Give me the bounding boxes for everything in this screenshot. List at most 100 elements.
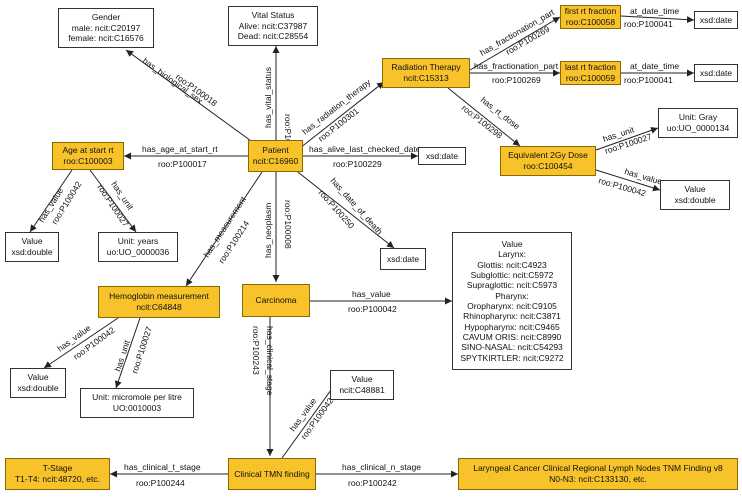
edge-age-has-unit	[89, 169, 137, 233]
label-last-fraction-part: has_fractionation_part	[474, 61, 559, 71]
node-value-location-item: Subglottic: ncit:C5972	[470, 269, 554, 280]
label-has-neoplasm-id: roo:P100008	[283, 200, 293, 249]
node-value-age-type: xsd:double	[11, 247, 53, 257]
label-has-vital-status: has_vital_status	[263, 67, 273, 128]
node-value-location-item: CAVUM ORIS: ncit:C8990	[462, 332, 562, 343]
node-value-location-item: Glottis: ncit:C4923	[477, 259, 547, 270]
label-has-clinical-t-stage: has_clinical_t_stage	[124, 462, 201, 472]
node-laryngeal-n-stage-values: N0-N3: ncit:C133130, etc.	[549, 474, 647, 484]
node-t-stage-values: T1-T4: ncit:48720, etc.	[14, 474, 101, 484]
label-carcinoma-has-value: has_value	[352, 289, 391, 299]
node-value-location-item: Rhinopharynx: ncit:C3871	[463, 311, 561, 322]
node-value-location-item: Oropharynx: ncit:C9105	[467, 301, 557, 311]
node-value-location-group: Pharynx:	[495, 290, 529, 301]
edge-has-biological-sex	[125, 49, 259, 147]
node-unit-micromole-id: UO:0010003	[112, 403, 162, 413]
node-last-rt-fraction-id: roo:C100059	[565, 73, 616, 83]
label-carcinoma-has-value-id: roo:P100042	[348, 304, 397, 314]
node-unit-years-title: Unit: years	[117, 236, 159, 247]
node-age-at-start-rt-id: roo:C100003	[63, 156, 113, 166]
node-patient-title: Patient	[262, 145, 289, 156]
label-has-age-at-start-rt: has_age_at_start_rt	[142, 144, 218, 154]
node-xsd-date-death: xsd:date	[380, 248, 426, 270]
node-carcinoma: Carcinoma	[242, 284, 310, 317]
node-unit-gray-id: uo:UO_0000134	[666, 123, 730, 133]
label-has-clinical-stage: has_clinical_stage	[265, 326, 275, 396]
edge-has-radiation-therapy	[299, 81, 385, 149]
node-equivalent-2gy-dose-title: Equivalent 2Gy Dose	[508, 150, 588, 161]
node-laryngeal-n-stage-title: Laryngeal Cancer Clinical Regional Lymph…	[473, 463, 723, 474]
node-gender: Gender male: ncit:C20197 female: ncit:C1…	[58, 8, 154, 48]
node-vital-status-line: Alive: ncit:C37987	[238, 20, 308, 31]
edge-has-date-of-death	[293, 168, 395, 249]
node-unit-micromole: Unit: micromole per litre UO:0010003	[80, 388, 194, 418]
node-vital-status-title: Vital Status	[251, 10, 295, 21]
node-first-rt-fraction-title: first rt fraction	[564, 6, 617, 17]
node-value-age-title: Value	[21, 236, 43, 247]
edge-first-at-date-time	[620, 15, 695, 24]
node-last-rt-fraction: last rt fraction roo:C100059	[560, 61, 621, 85]
node-unit-years-id: uo:UO_0000036	[106, 247, 170, 257]
label-has-neoplasm: has_neoplasm	[263, 203, 273, 258]
edge-hb-has-value	[43, 317, 119, 369]
node-value-dose: Value xsd:double	[660, 180, 730, 210]
node-xsd-date-last: xsd:date	[694, 64, 738, 82]
node-value-age: Value xsd:double	[5, 232, 59, 262]
node-first-rt-fraction: first rt fraction roo:C100058	[560, 5, 621, 29]
label-first-at-date-time-id: roo:P100041	[624, 19, 673, 29]
node-value-location-group: Larynx:	[498, 249, 526, 260]
node-equivalent-2gy-dose: Equivalent 2Gy Dose roo:C100454	[500, 146, 596, 176]
node-hemoglobin-measurement-id: ncit:C64848	[136, 302, 182, 312]
node-clinical-tmn-finding: Clinical TMN finding	[228, 458, 316, 490]
label-has-biological-sex: has_biological_sex	[141, 56, 206, 107]
edge-first-fraction-part	[469, 16, 561, 71]
edge-hb-has-unit	[114, 317, 141, 389]
node-hemoglobin-measurement: Hemoglobin measurement ncit:C64848	[98, 286, 220, 318]
node-hemoglobin-measurement-title: Hemoglobin measurement	[109, 291, 209, 302]
node-equivalent-2gy-dose-id: roo:C100454	[523, 161, 573, 171]
node-first-rt-fraction-id: roo:C100058	[565, 17, 616, 27]
node-unit-micromole-title: Unit: micromole per litre	[92, 392, 182, 403]
node-gender-line: male: ncit:C20197	[71, 22, 141, 33]
node-age-at-start-rt-title: Age at start rt	[62, 145, 114, 156]
node-patient-id: ncit:C16960	[252, 156, 299, 166]
node-vital-status: Vital Status Alive: ncit:C37987 Dead: nc…	[228, 6, 318, 46]
edge-has-rt-dose	[447, 87, 521, 147]
node-xsd-date-first: xsd:date	[694, 11, 738, 29]
node-xsd-date-death-label: xsd:date	[386, 253, 420, 264]
node-value-location-item: SPYTKIRTLER: ncit:C9272	[460, 352, 564, 363]
node-vital-status-line: Dead: ncit:C28554	[237, 31, 309, 42]
edge-has-measurement	[185, 171, 263, 287]
label-last-at-date-time: at_date_time	[630, 61, 679, 71]
edge-age-has-value	[29, 169, 73, 233]
label-has-clinical-t-stage-id: roo:P100244	[136, 478, 185, 488]
node-value-dose-type: xsd:double	[674, 195, 716, 205]
node-laryngeal-n-stage: Laryngeal Cancer Clinical Regional Lymph…	[458, 458, 738, 490]
node-value-c48881: Value ncit:C48881	[330, 370, 394, 400]
node-carcinoma-title: Carcinoma	[255, 295, 297, 306]
node-last-rt-fraction-title: last rt fraction	[564, 62, 617, 73]
node-value-location-title: Value	[501, 238, 523, 249]
label-last-fraction-part-id: roo:P100269	[492, 75, 541, 85]
label-has-clinical-n-stage: has_clinical_n_stage	[342, 462, 421, 472]
node-value-hemoglobin: Value xsd:double	[10, 368, 66, 398]
node-value-location: Value Larynx: Glottis: ncit:C4923 Subglo…	[452, 232, 572, 370]
node-t-stage: T-Stage T1-T4: ncit:48720, etc.	[5, 458, 110, 490]
node-xsd-date-alive-label: xsd:date	[425, 150, 459, 161]
label-first-at-date-time: at_date_time	[630, 6, 679, 16]
label-has-vital-status-id: roo:P100028	[283, 114, 293, 163]
node-value-c48881-id: ncit:C48881	[339, 385, 385, 395]
node-t-stage-title: T-Stage	[42, 463, 73, 474]
node-patient: Patient ncit:C16960	[248, 140, 303, 172]
node-value-location-item: Supraglottic: ncit:C5973	[466, 280, 558, 291]
label-last-at-date-time-id: roo:P100041	[624, 75, 673, 85]
label-has-alive-last-checked-date-id: roo:P100229	[333, 159, 382, 169]
node-radiation-therapy: Radiation Therapy ncit:C15313	[382, 58, 470, 88]
node-xsd-date-alive: xsd:date	[418, 147, 466, 165]
label-has-clinical-stage-id: roo:P100243	[251, 326, 261, 375]
label-has-alive-last-checked-date: has_alive_last_checked_date	[309, 144, 421, 154]
node-radiation-therapy-id: ncit:C15313	[403, 73, 449, 83]
node-gender-title: Gender	[91, 12, 121, 23]
node-value-location-item: Hypopharynx: ncit:C9465	[464, 321, 560, 332]
